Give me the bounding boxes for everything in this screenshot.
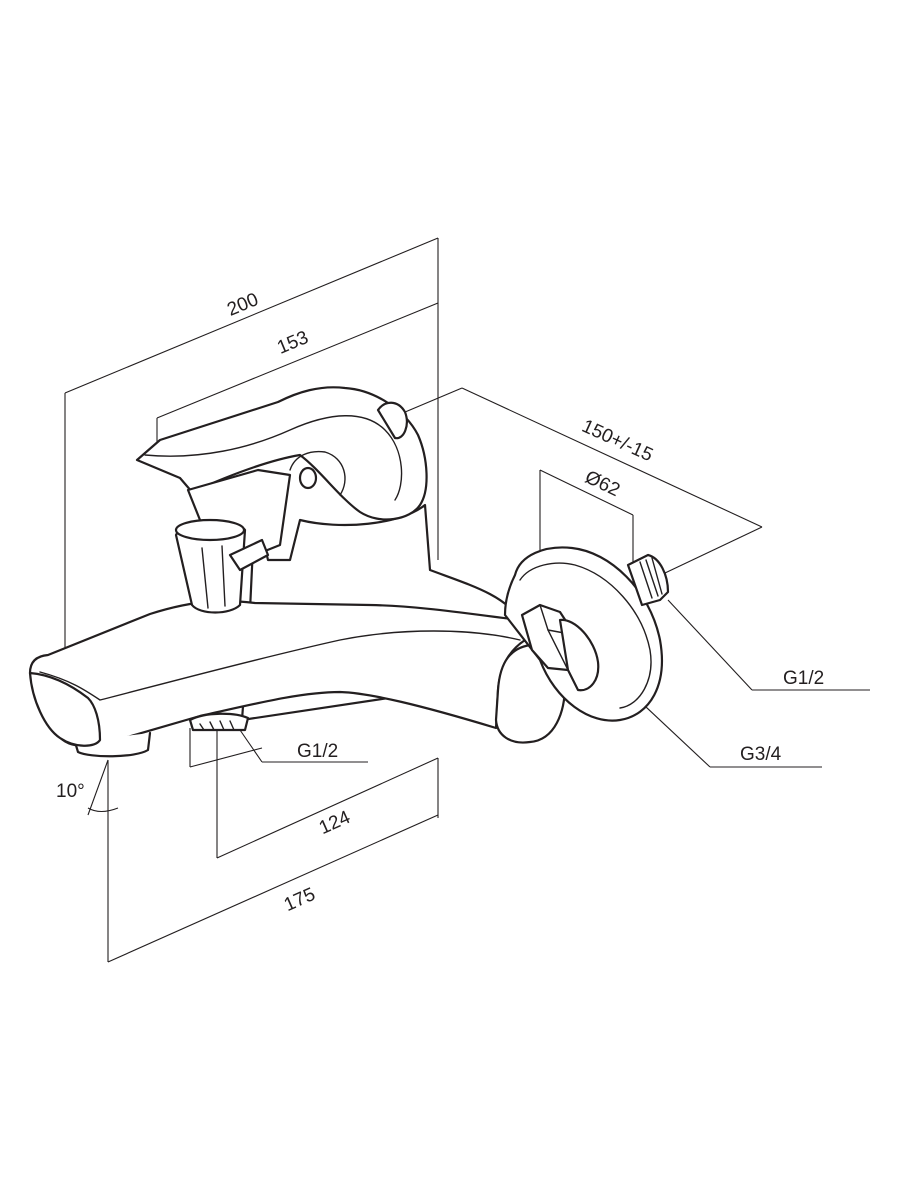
spout-aerator	[73, 731, 152, 758]
eccentric-connection	[503, 546, 670, 722]
dimension-200-lines	[64, 237, 439, 690]
faucet-body	[28, 386, 567, 758]
label-spout-depth: 175	[281, 884, 319, 916]
label-eccentric-thread: G3/4	[740, 744, 782, 765]
label-spout-angle: 10°	[56, 781, 85, 802]
angle-10-lines	[87, 759, 119, 816]
label-inlet-thread: G1/2	[783, 668, 824, 689]
leader-g12-bottom	[189, 728, 368, 768]
inlet-thread	[626, 553, 670, 607]
label-inlet-spacing: 150+/-15	[579, 416, 656, 466]
eccentric-thread	[558, 618, 600, 692]
label-flange-diameter: Ø62	[582, 467, 623, 501]
shower-outlet-thread	[188, 712, 250, 732]
diverter-knob	[174, 518, 270, 614]
wall-flange-rim	[519, 562, 652, 709]
lever-handle-groove	[289, 450, 346, 496]
lever-pivot-hole	[298, 466, 318, 490]
dimension-150-lines	[397, 387, 763, 574]
label-handle-depth: 153	[274, 327, 311, 359]
leader-g12-inlet	[667, 599, 870, 691]
spout-body	[28, 599, 527, 748]
label-outlet-spacing: 124	[316, 807, 354, 839]
rear-inlet-nipple	[376, 401, 408, 440]
lever-handle-inner	[144, 415, 403, 501]
spout-front-face	[28, 671, 102, 747]
lever-handle	[135, 386, 428, 521]
dimension-175-lines	[107, 760, 439, 963]
label-shower-outlet-thread: G1/2	[297, 741, 338, 762]
dimension-124-lines	[216, 730, 439, 859]
label-overall-depth: 200	[224, 289, 261, 321]
spout-top-edge	[39, 630, 521, 701]
